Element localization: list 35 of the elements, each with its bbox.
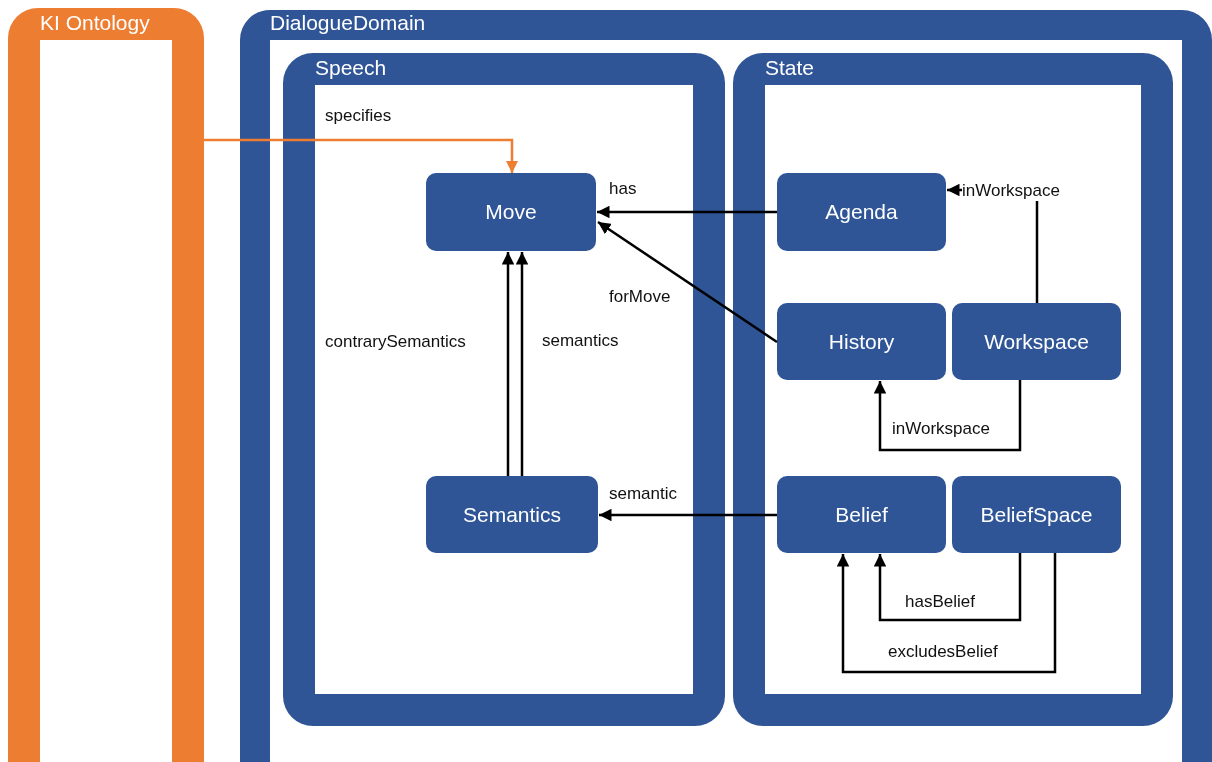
frame-title: DialogueDomain	[270, 10, 426, 36]
frame-title: KI Ontology	[40, 10, 150, 36]
domain-frame	[240, 10, 1212, 762]
arrow	[501, 252, 515, 476]
group-frame	[733, 53, 1173, 726]
edge-label: inWorkspace	[892, 419, 990, 439]
class-box	[952, 303, 1121, 380]
arrow	[204, 138, 519, 173]
box-label: History	[828, 329, 895, 354]
edge-label: inWorkspace	[962, 181, 1060, 201]
arrow	[873, 553, 1022, 622]
box-label: Move	[485, 200, 537, 224]
edge-label: contrarySemantics	[325, 332, 466, 352]
arrow	[836, 553, 1057, 674]
arrow	[597, 205, 777, 219]
class-box	[777, 303, 946, 380]
frame-title: Speech	[315, 55, 387, 81]
group-frame	[283, 53, 725, 726]
class-box	[952, 476, 1121, 553]
class-box	[426, 173, 596, 251]
arrow	[597, 220, 778, 344]
box-label: Agenda	[825, 200, 898, 224]
class-box	[777, 476, 946, 553]
box-label: Belief	[835, 502, 888, 527]
box-label: Semantics	[462, 502, 561, 527]
arrow	[515, 252, 529, 476]
class-box	[426, 476, 598, 553]
arrow	[873, 380, 1022, 452]
frame-title: State	[765, 55, 815, 81]
box-label: Workspace	[984, 329, 1089, 354]
class-box	[777, 173, 946, 251]
ontology-frame	[8, 8, 204, 762]
box-label: BeliefSpace	[980, 502, 1093, 527]
edge-label: specifies	[325, 106, 392, 126]
arrow	[599, 508, 777, 522]
